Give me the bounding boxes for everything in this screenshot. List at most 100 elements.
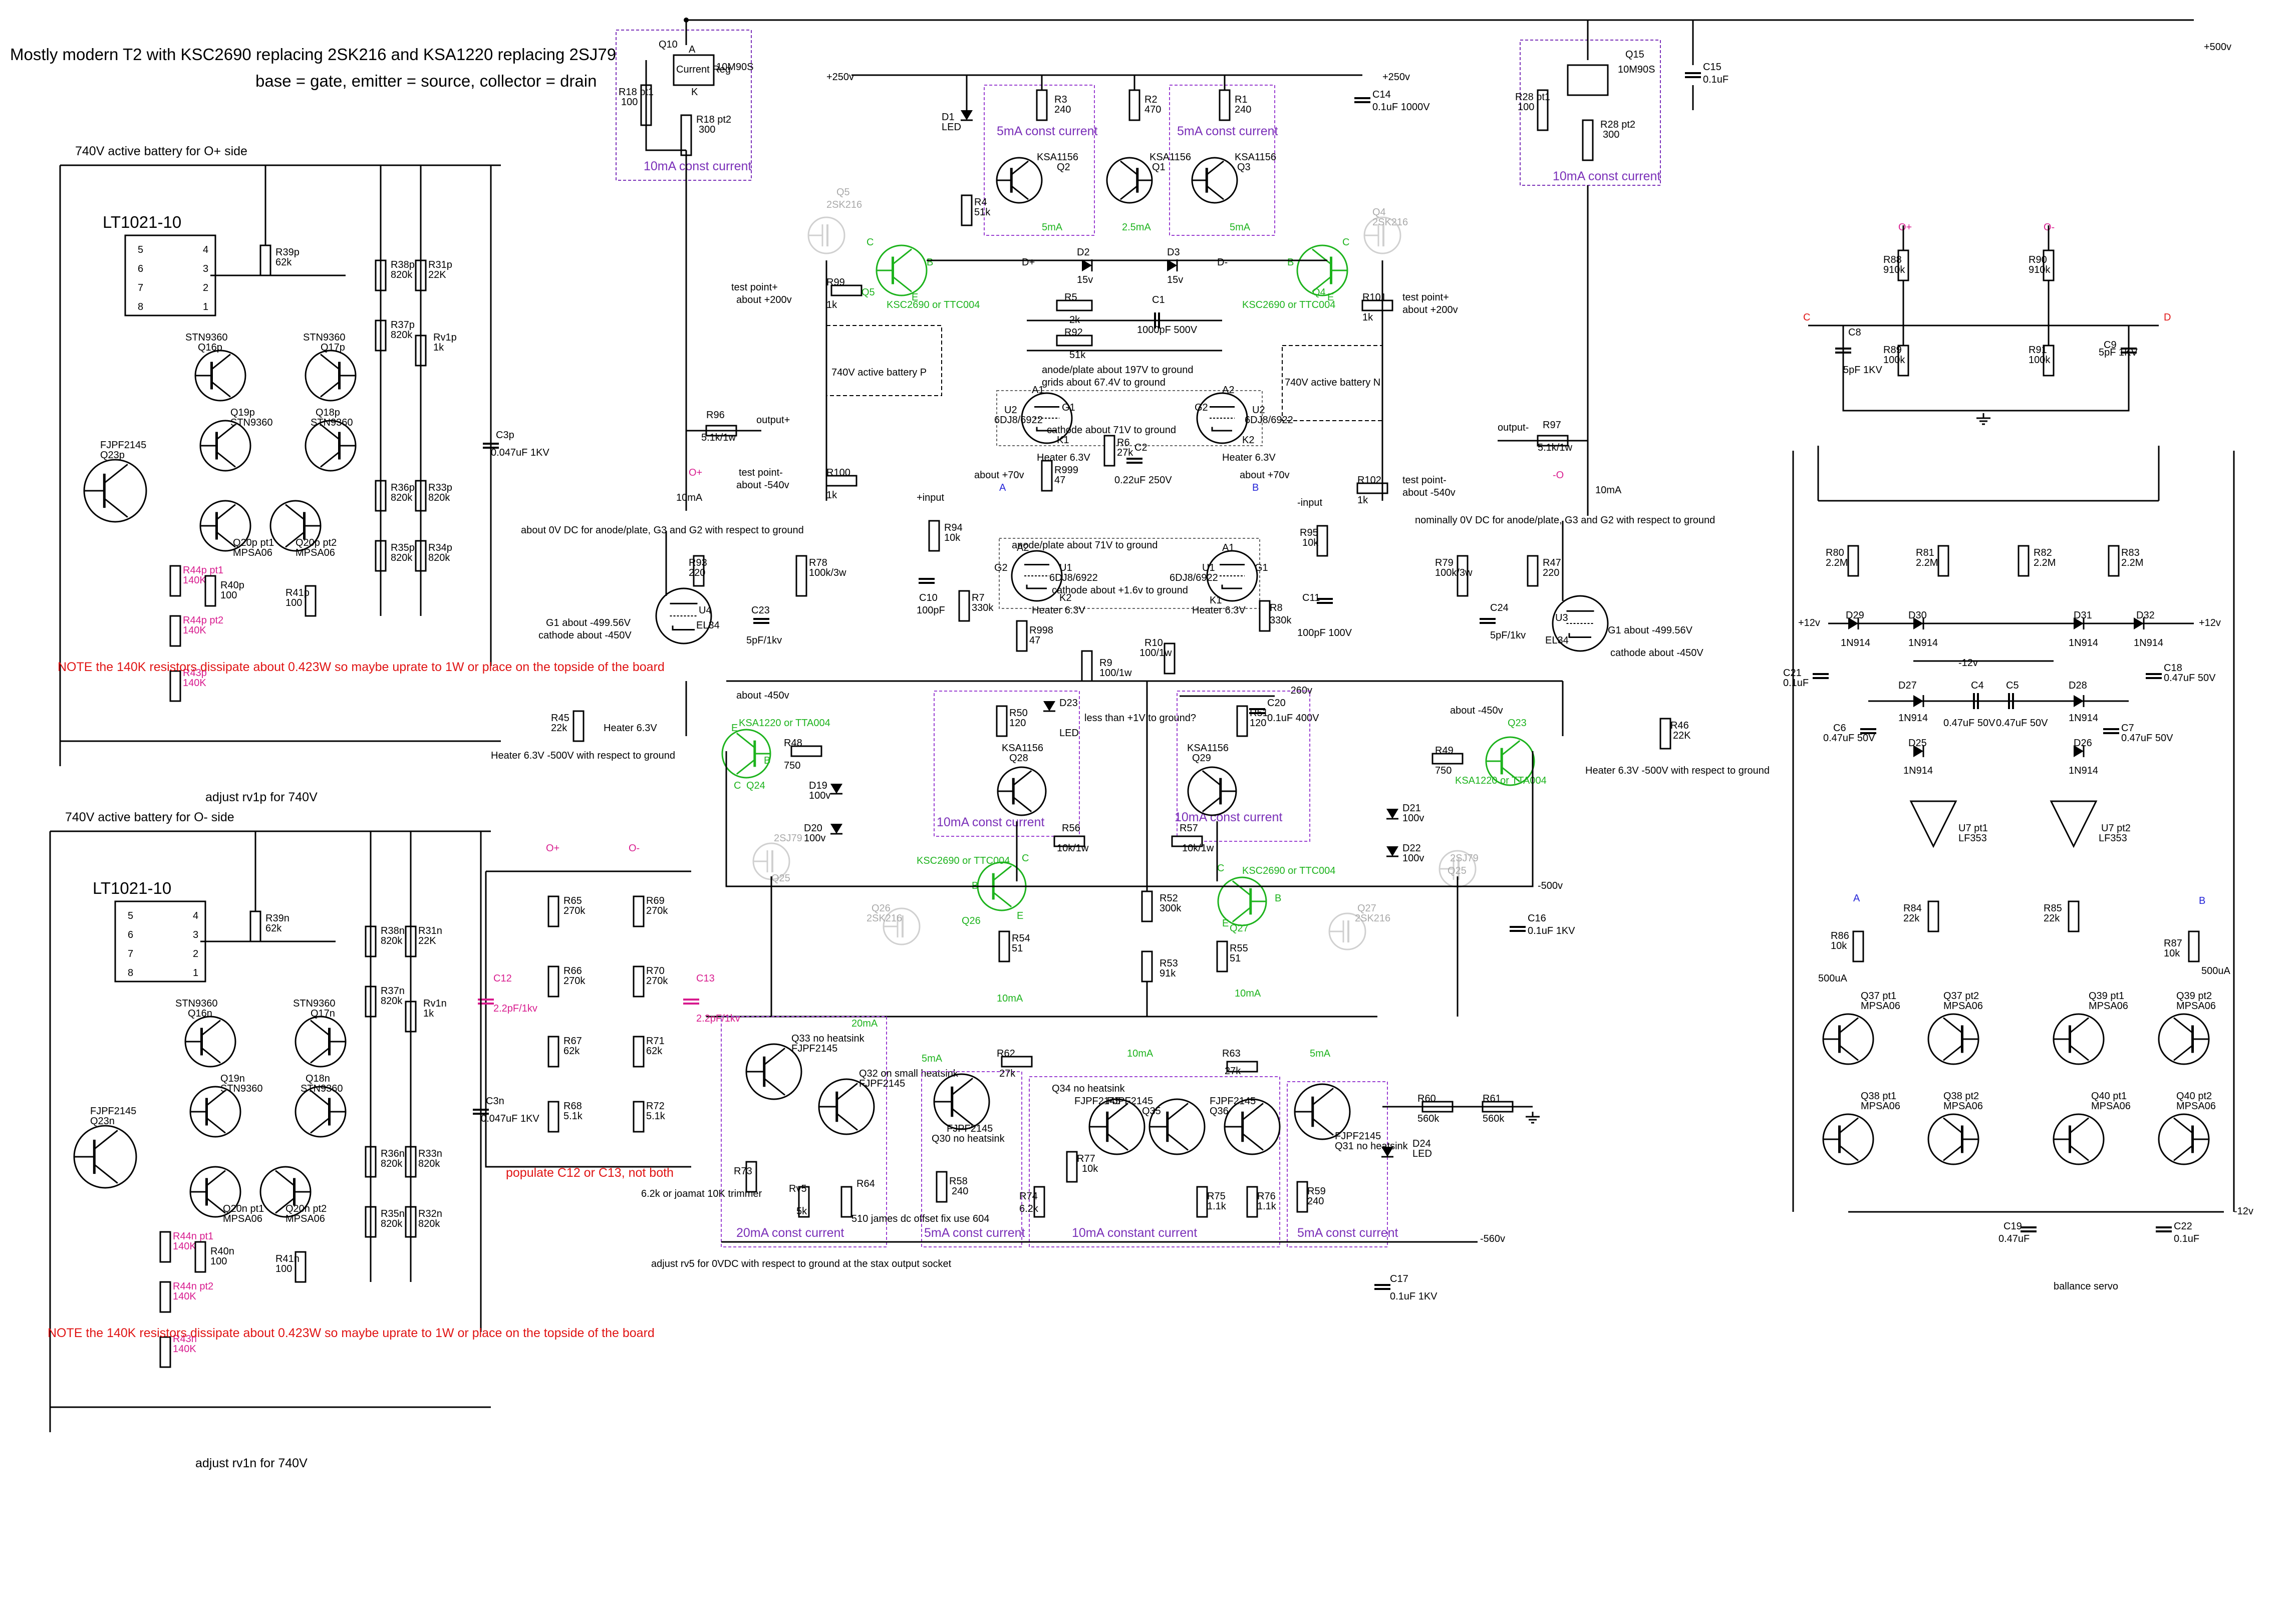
label-heat2: Heater 6.3V xyxy=(1222,452,1276,463)
label-ua500a: 500uA xyxy=(1818,973,1847,984)
part-D28: D28 xyxy=(2069,680,2087,691)
transistor-q20n2 xyxy=(259,1166,312,1218)
label-cB2: B xyxy=(2199,895,2205,906)
pin-p2: 2 xyxy=(203,282,208,293)
part-R999: R999 xyxy=(1054,465,1078,476)
pin-p8: 8 xyxy=(128,967,133,979)
part-C18: C18 xyxy=(2164,663,2182,674)
part-R72v: 5.1k xyxy=(646,1111,666,1122)
part-Q38b: Q38 pt2 xyxy=(1943,1091,1979,1102)
pin-p8: 8 xyxy=(138,301,143,312)
part-Q36n: Q36 xyxy=(1210,1106,1229,1117)
led-d1-icon xyxy=(961,110,973,121)
mosfet-q5-ghost xyxy=(807,216,845,254)
tube-u4-el34 xyxy=(655,587,712,644)
cc-box-5ma-q31 xyxy=(1287,1081,1388,1247)
part-Q31: FJPF2145 xyxy=(1335,1131,1381,1142)
part-D1: D1 xyxy=(942,112,955,123)
part-Q18pv: STN9360 xyxy=(311,417,353,428)
part-R28a: R28 pt1 xyxy=(1515,92,1550,103)
part-U1av: 6DJ8/6922 xyxy=(1049,572,1098,583)
part-R51: R51 xyxy=(1250,708,1268,719)
transistor-q27 xyxy=(1217,876,1267,926)
part-D21: D21 xyxy=(1402,803,1421,814)
part-C17: C17 xyxy=(1390,1273,1408,1284)
part-LTn: LT1021-10 xyxy=(93,879,171,897)
transistor-q19p xyxy=(199,420,251,472)
part-R46v: 22K xyxy=(1673,730,1691,741)
pin-A1b: A1 xyxy=(1222,542,1234,553)
part-D26: D26 xyxy=(2074,738,2092,749)
part-Q40av: MPSA06 xyxy=(2091,1101,2131,1112)
part-R68v: 5.1k xyxy=(563,1111,583,1122)
resistor xyxy=(1041,460,1053,492)
part-Q10v: 10M90S xyxy=(716,62,754,73)
label-abn: about +70v xyxy=(1240,470,1290,481)
part-Q1: KSA1156 xyxy=(1150,152,1191,163)
part-Q39bv: MPSA06 xyxy=(2176,1001,2216,1012)
label-a450n: about -450v xyxy=(1450,705,1503,716)
pin-A2b: A2 xyxy=(1222,385,1234,396)
pin-C: C xyxy=(734,780,741,791)
ground-icon xyxy=(1976,413,1990,425)
part-R88: R88 xyxy=(1883,254,1902,265)
label-ma25: 2.5mA xyxy=(1122,222,1151,233)
pin-C: C xyxy=(1217,863,1224,874)
label-abp: about +70v xyxy=(974,470,1024,481)
part-Q5v: KSC2690 or TTC004 xyxy=(887,299,980,310)
capacitor xyxy=(919,578,935,584)
part-Q30: FJPF2145 xyxy=(947,1123,993,1134)
part-Q20n1: Q20n pt1 xyxy=(223,1203,264,1214)
part-Q23n2n: Q23n xyxy=(90,1116,115,1127)
part-R43pv: 140K xyxy=(183,678,206,689)
resistor xyxy=(798,1186,810,1218)
part-R91v: 100k xyxy=(2029,355,2051,366)
label-cathp: cathode about -450V xyxy=(538,630,632,641)
part-R92: R92 xyxy=(1064,327,1083,338)
part-R77v: 10k xyxy=(1082,1163,1098,1174)
label-bat_p: 740V active battery for O+ side xyxy=(75,144,247,158)
part-C2v: 0.22uF 250V xyxy=(1114,475,1172,486)
part-C5: C5 xyxy=(2006,680,2019,691)
part-R56: R56 xyxy=(1062,823,1080,834)
part-U4: U4 xyxy=(699,605,712,616)
part-D31v: 1N914 xyxy=(2069,637,2098,648)
label-adj_rv5: adjust rv5 for 0VDC with respect to grou… xyxy=(651,1258,952,1269)
part-R67: R67 xyxy=(563,1036,582,1047)
wire xyxy=(725,751,1534,887)
part-D26v: 1N914 xyxy=(2069,765,2098,776)
label-zero_p: about 0V DC for anode/plate, G3 and G2 w… xyxy=(521,525,804,536)
part-D3v: 15v xyxy=(1167,274,1183,285)
transistor-q18n xyxy=(295,1086,347,1138)
transistor-q37b xyxy=(1927,1013,1979,1065)
zener-d19-icon xyxy=(830,784,842,795)
pin-E: E xyxy=(1222,918,1229,929)
resistor xyxy=(204,575,216,607)
resistor xyxy=(1852,930,1864,962)
part-R59: R59 xyxy=(1307,1186,1326,1197)
part-C7v: 0.47uF 50V xyxy=(2121,733,2173,744)
label-tp2: test point+ xyxy=(1402,292,1449,303)
part-R10: R10 xyxy=(1144,637,1163,648)
part-C10: C10 xyxy=(919,592,938,603)
pin-K2b: K2 xyxy=(1242,435,1254,446)
part-R55v: 51 xyxy=(1230,953,1241,964)
part-C14: C14 xyxy=(1372,89,1391,100)
part-R18av: 100 xyxy=(621,97,638,108)
rail-p12b: +12v xyxy=(2199,617,2221,628)
pin-p3: 3 xyxy=(193,929,198,940)
resistor xyxy=(1316,525,1328,557)
part-R86: R86 xyxy=(1831,930,1849,941)
part-C3nv: 0.047uF 1KV xyxy=(481,1113,539,1124)
part-R5: R5 xyxy=(1064,292,1077,303)
part-Q26gv: 2SK216 xyxy=(867,913,902,924)
resistor xyxy=(1457,555,1469,597)
part-R3: R3 xyxy=(1054,94,1067,105)
transistor-q1 xyxy=(1106,157,1153,204)
part-C9: C9 xyxy=(2104,340,2117,351)
part-Q33v: FJPF2145 xyxy=(791,1043,837,1054)
part-Q19p: Q19p xyxy=(230,407,255,418)
label-inn: -input xyxy=(1297,497,1322,508)
part-R37nv: 820k xyxy=(381,996,403,1007)
part-Q40bv: MPSA06 xyxy=(2176,1101,2216,1112)
